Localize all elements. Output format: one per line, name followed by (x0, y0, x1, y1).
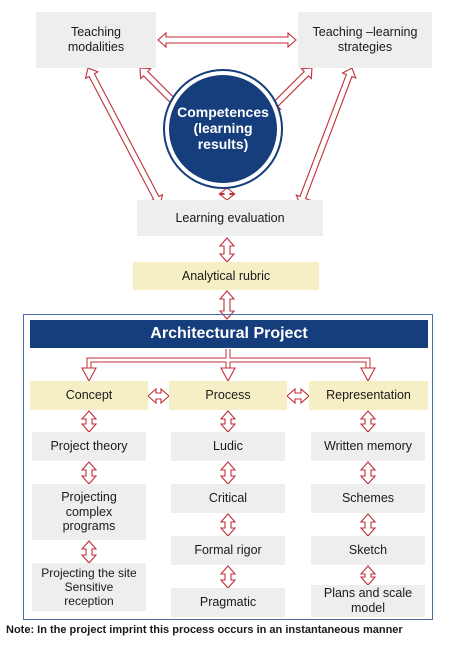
process-item-pragmatic: Pragmatic (171, 588, 285, 617)
teaching-modalities-box: Teaching modalities (36, 12, 156, 68)
teaching-learning-strategies-box: Teaching –learning strategies (298, 12, 432, 68)
branch-head-process (220, 367, 236, 383)
arrow-evaluation-rubric (218, 237, 236, 263)
process-item-formal-rigor: Formal rigor (171, 536, 285, 565)
arrow-strategies-evaluation (295, 67, 357, 206)
concept-item-projecting-complex-programs: Projecting complex programs (32, 484, 146, 540)
arrow-strategies-competences (269, 67, 313, 111)
concept-header: Concept (30, 381, 148, 410)
analytical-rubric-box: Analytical rubric (133, 262, 319, 290)
representation-item-plans-and-scale-model: Plans and scale model (311, 585, 425, 617)
process-item-ludic: Ludic (171, 432, 285, 461)
representation-item-written-memory: Written memory (311, 432, 425, 461)
representation-header: Representation (309, 381, 428, 410)
competences-label: Competences (learning results) (177, 104, 269, 152)
representation-item-sketch: Sketch (311, 536, 425, 565)
branch-head-representation (360, 367, 376, 383)
footnote: Note: In the project imprint this proces… (6, 624, 403, 636)
branch-arrow-fill (87, 349, 370, 368)
arrow-competences-evaluation (218, 187, 236, 201)
arrow-rubric-project (218, 290, 236, 320)
process-item-critical: Critical (171, 484, 285, 513)
concept-item-projecting-the-site: Projecting the site Sensitive reception (32, 563, 146, 611)
architectural-project-frame (23, 314, 433, 620)
architectural-project-title: Architectural Project (30, 320, 428, 348)
representation-item-schemes: Schemes (311, 484, 425, 513)
concept-item-project-theory: Project theory (32, 432, 146, 461)
process-header: Process (169, 381, 287, 410)
branch-head-concept (81, 367, 97, 383)
learning-evaluation-box: Learning evaluation (137, 200, 323, 236)
arrow-modalities-evaluation (84, 67, 164, 206)
arrow-modalities-strategies (157, 31, 297, 49)
competences-circle: Competences (learning results) (165, 71, 281, 187)
